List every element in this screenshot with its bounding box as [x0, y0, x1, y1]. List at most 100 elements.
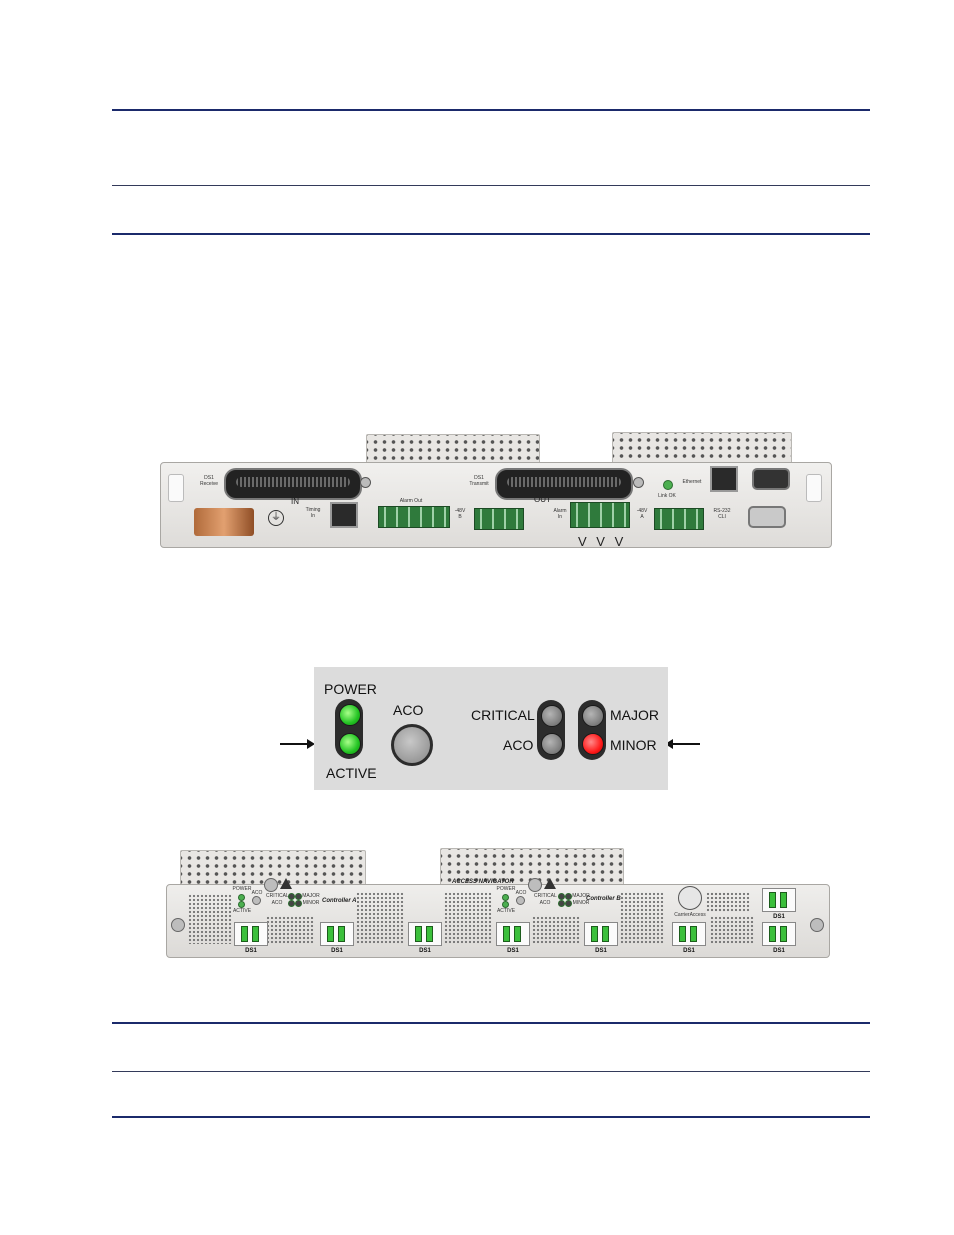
- ds1-port-group[interactable]: DS1: [320, 922, 354, 954]
- ds1-receive-connector: [224, 468, 362, 500]
- power-led-icon: [238, 894, 245, 901]
- ds1-port-group[interactable]: DS1: [234, 922, 268, 954]
- link-ok-label: Link OK: [658, 493, 676, 499]
- mini-critical-label: CRITICAL: [534, 893, 557, 899]
- aco-led-icon: [541, 733, 563, 755]
- vendor-logo-icon: [678, 886, 702, 910]
- ds1-port-group[interactable]: DS1: [408, 922, 442, 954]
- power-led-icon: [339, 704, 361, 726]
- header-rule-middle: [112, 185, 870, 186]
- aco-button[interactable]: [391, 724, 433, 766]
- front-panel-image: POWER ACTIVE ACO CRITICAL ACO MAJOR MINO…: [166, 836, 830, 958]
- ds1-receive-label: DS1 Receive: [199, 475, 219, 487]
- thumbscrew-icon[interactable]: [264, 878, 278, 892]
- ds1-label: DS1: [507, 948, 519, 954]
- ds1-transmit-label: DS1 Transmit: [469, 475, 489, 487]
- mini-aco-alarm-label: ACO: [271, 900, 283, 906]
- vent-grille: [620, 892, 664, 944]
- mini-minor-label: MINOR: [302, 900, 320, 906]
- ds1-label: DS1: [331, 948, 343, 954]
- ground-icon: ⏚: [268, 510, 284, 526]
- ds1-label: DS1: [245, 948, 257, 954]
- ds1-label: DS1: [595, 948, 607, 954]
- alarm-out-terminal[interactable]: [378, 506, 450, 528]
- thumbscrew-icon[interactable]: [171, 918, 185, 932]
- vent-grille: [188, 894, 232, 944]
- port-led-icon: [602, 926, 609, 942]
- mini-minor-label: MINOR: [572, 900, 590, 906]
- ds1-port-group[interactable]: DS1: [672, 922, 706, 954]
- ethernet-label: Ethernet: [682, 479, 702, 485]
- active-led-icon: [238, 901, 245, 908]
- link-ok-led-icon: [663, 480, 673, 490]
- port-led-icon: [415, 926, 422, 942]
- aco-button[interactable]: [252, 896, 261, 905]
- aco-button[interactable]: [516, 896, 525, 905]
- ds1-label: DS1: [773, 914, 785, 920]
- led-detail-panel: POWER ACTIVE ACO CRITICAL ACO MAJOR MINO…: [314, 667, 668, 790]
- vent-grille: [444, 892, 492, 944]
- ds1-label: DS1: [419, 948, 431, 954]
- neg48v-a-label: -48V A: [636, 508, 648, 520]
- alarm-in-terminal[interactable]: [570, 502, 630, 528]
- port-led-icon: [780, 926, 787, 942]
- ds1-port-group[interactable]: DS1: [496, 922, 530, 954]
- vent-grille: [532, 916, 580, 944]
- power-a-terminal[interactable]: [654, 508, 704, 530]
- console-port-upper[interactable]: [752, 468, 790, 490]
- major-label: MAJOR: [610, 707, 659, 723]
- footer-rule-top: [112, 1022, 870, 1024]
- rear-cage-right: [612, 432, 792, 466]
- power-b-terminal[interactable]: [474, 508, 524, 530]
- mini-major-label: MAJOR: [572, 893, 590, 899]
- thumbscrew-icon[interactable]: [528, 878, 542, 892]
- mini-power-label: POWER: [232, 886, 252, 892]
- major-led-icon: [295, 893, 302, 900]
- rs232-cli-label: RS-232 CLI: [713, 508, 731, 520]
- rs232-cli-port[interactable]: [748, 506, 786, 528]
- minor-led-icon: [295, 900, 302, 907]
- ds1-transmit-connector: [495, 468, 633, 500]
- mini-aco-alarm-label: ACO: [539, 900, 551, 906]
- warning-icon: [544, 878, 556, 889]
- mini-active-label: ACTIVE: [232, 908, 252, 914]
- footer-rule-bottom: [112, 1116, 870, 1118]
- mini-active-label: ACTIVE: [496, 908, 516, 914]
- ds1-label: DS1: [773, 948, 785, 954]
- port-led-icon: [426, 926, 433, 942]
- major-led-icon: [582, 705, 604, 727]
- port-led-icon: [769, 926, 776, 942]
- mini-power-label: POWER: [496, 886, 516, 892]
- rear-cage-left: [366, 434, 540, 466]
- front-cage-right: [440, 848, 624, 888]
- minor-led-icon: [565, 900, 572, 907]
- screw-icon: [633, 477, 644, 488]
- vent-grille: [706, 892, 750, 912]
- port-led-icon: [338, 926, 345, 942]
- neg48v-b-label: -48V B: [454, 508, 466, 520]
- minor-led-icon: [582, 733, 604, 755]
- rear-panel-image: DS1 Receive IN DS1 Transmit OUT Link OK …: [160, 416, 832, 548]
- active-label: ACTIVE: [326, 765, 377, 781]
- port-led-icon: [679, 926, 686, 942]
- port-led-icon: [503, 926, 510, 942]
- thumbscrew-icon[interactable]: [810, 918, 824, 932]
- rear-mount-tab-left: [168, 474, 184, 502]
- port-led-icon: [780, 892, 787, 908]
- critical-led-icon: [288, 893, 295, 900]
- active-led-icon: [502, 901, 509, 908]
- ds1-port-group[interactable]: DS1: [762, 922, 796, 954]
- minor-label: MINOR: [610, 737, 657, 753]
- port-led-icon: [514, 926, 521, 942]
- ds1-port-group[interactable]: DS1: [584, 922, 618, 954]
- ds1-label: DS1: [683, 948, 695, 954]
- port-led-icon: [252, 926, 259, 942]
- port-led-icon: [690, 926, 697, 942]
- timing-in-port[interactable]: [330, 502, 358, 528]
- header-rule-bottom: [112, 233, 870, 235]
- alarm-out-label: Alarm Out: [399, 498, 423, 504]
- port-led-icon: [591, 926, 598, 942]
- mini-aco-label: ACO: [515, 890, 527, 896]
- ds1-port-group[interactable]: DS1: [762, 888, 796, 920]
- ethernet-port[interactable]: [710, 466, 738, 492]
